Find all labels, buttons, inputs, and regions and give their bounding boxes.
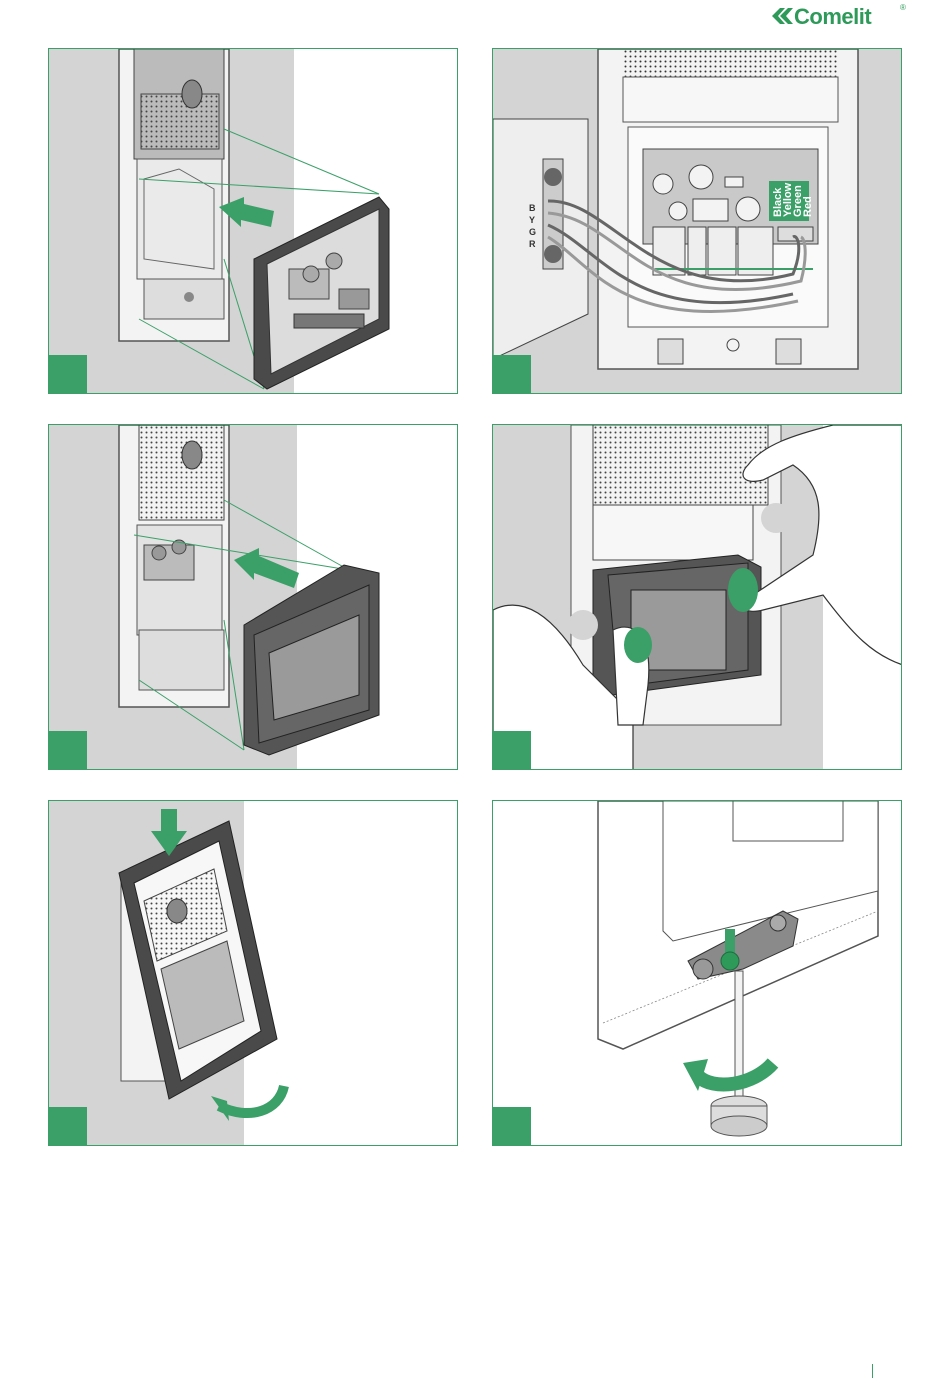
step-2-panel: B Y G R Black Yellow Green Red xyxy=(492,48,902,394)
step-number-box xyxy=(49,731,87,769)
step-number-box xyxy=(493,355,531,393)
step-6-panel xyxy=(492,800,902,1146)
step-4-illustration xyxy=(493,425,902,770)
wire-color-red: Red xyxy=(802,196,814,217)
step-6-illustration xyxy=(493,801,902,1146)
step-number-box xyxy=(493,731,531,769)
step-5-illustration xyxy=(49,801,458,1146)
logo-text: Comelit xyxy=(794,4,871,30)
logo-registered-mark: ® xyxy=(900,3,906,12)
wire-letter-y: Y xyxy=(529,215,535,225)
step-number-box xyxy=(493,1107,531,1145)
comelit-logo-mark xyxy=(772,6,796,26)
step-number-box xyxy=(49,355,87,393)
comelit-logo: Comelit ® xyxy=(772,6,912,30)
step-1-illustration xyxy=(49,49,458,394)
wire-letter-g: G xyxy=(529,227,536,237)
step-2-illustration: B Y G R Black Yellow Green Red xyxy=(493,49,902,394)
step-5-panel xyxy=(48,800,458,1146)
step-4-panel xyxy=(492,424,902,770)
step-3-illustration xyxy=(49,425,458,770)
step-number-box xyxy=(49,1107,87,1145)
step-1-panel xyxy=(48,48,458,394)
wire-letter-r: R xyxy=(529,239,536,249)
wire-letter-b: B xyxy=(529,203,536,213)
step-3-panel xyxy=(48,424,458,770)
page-marker xyxy=(872,1364,873,1378)
